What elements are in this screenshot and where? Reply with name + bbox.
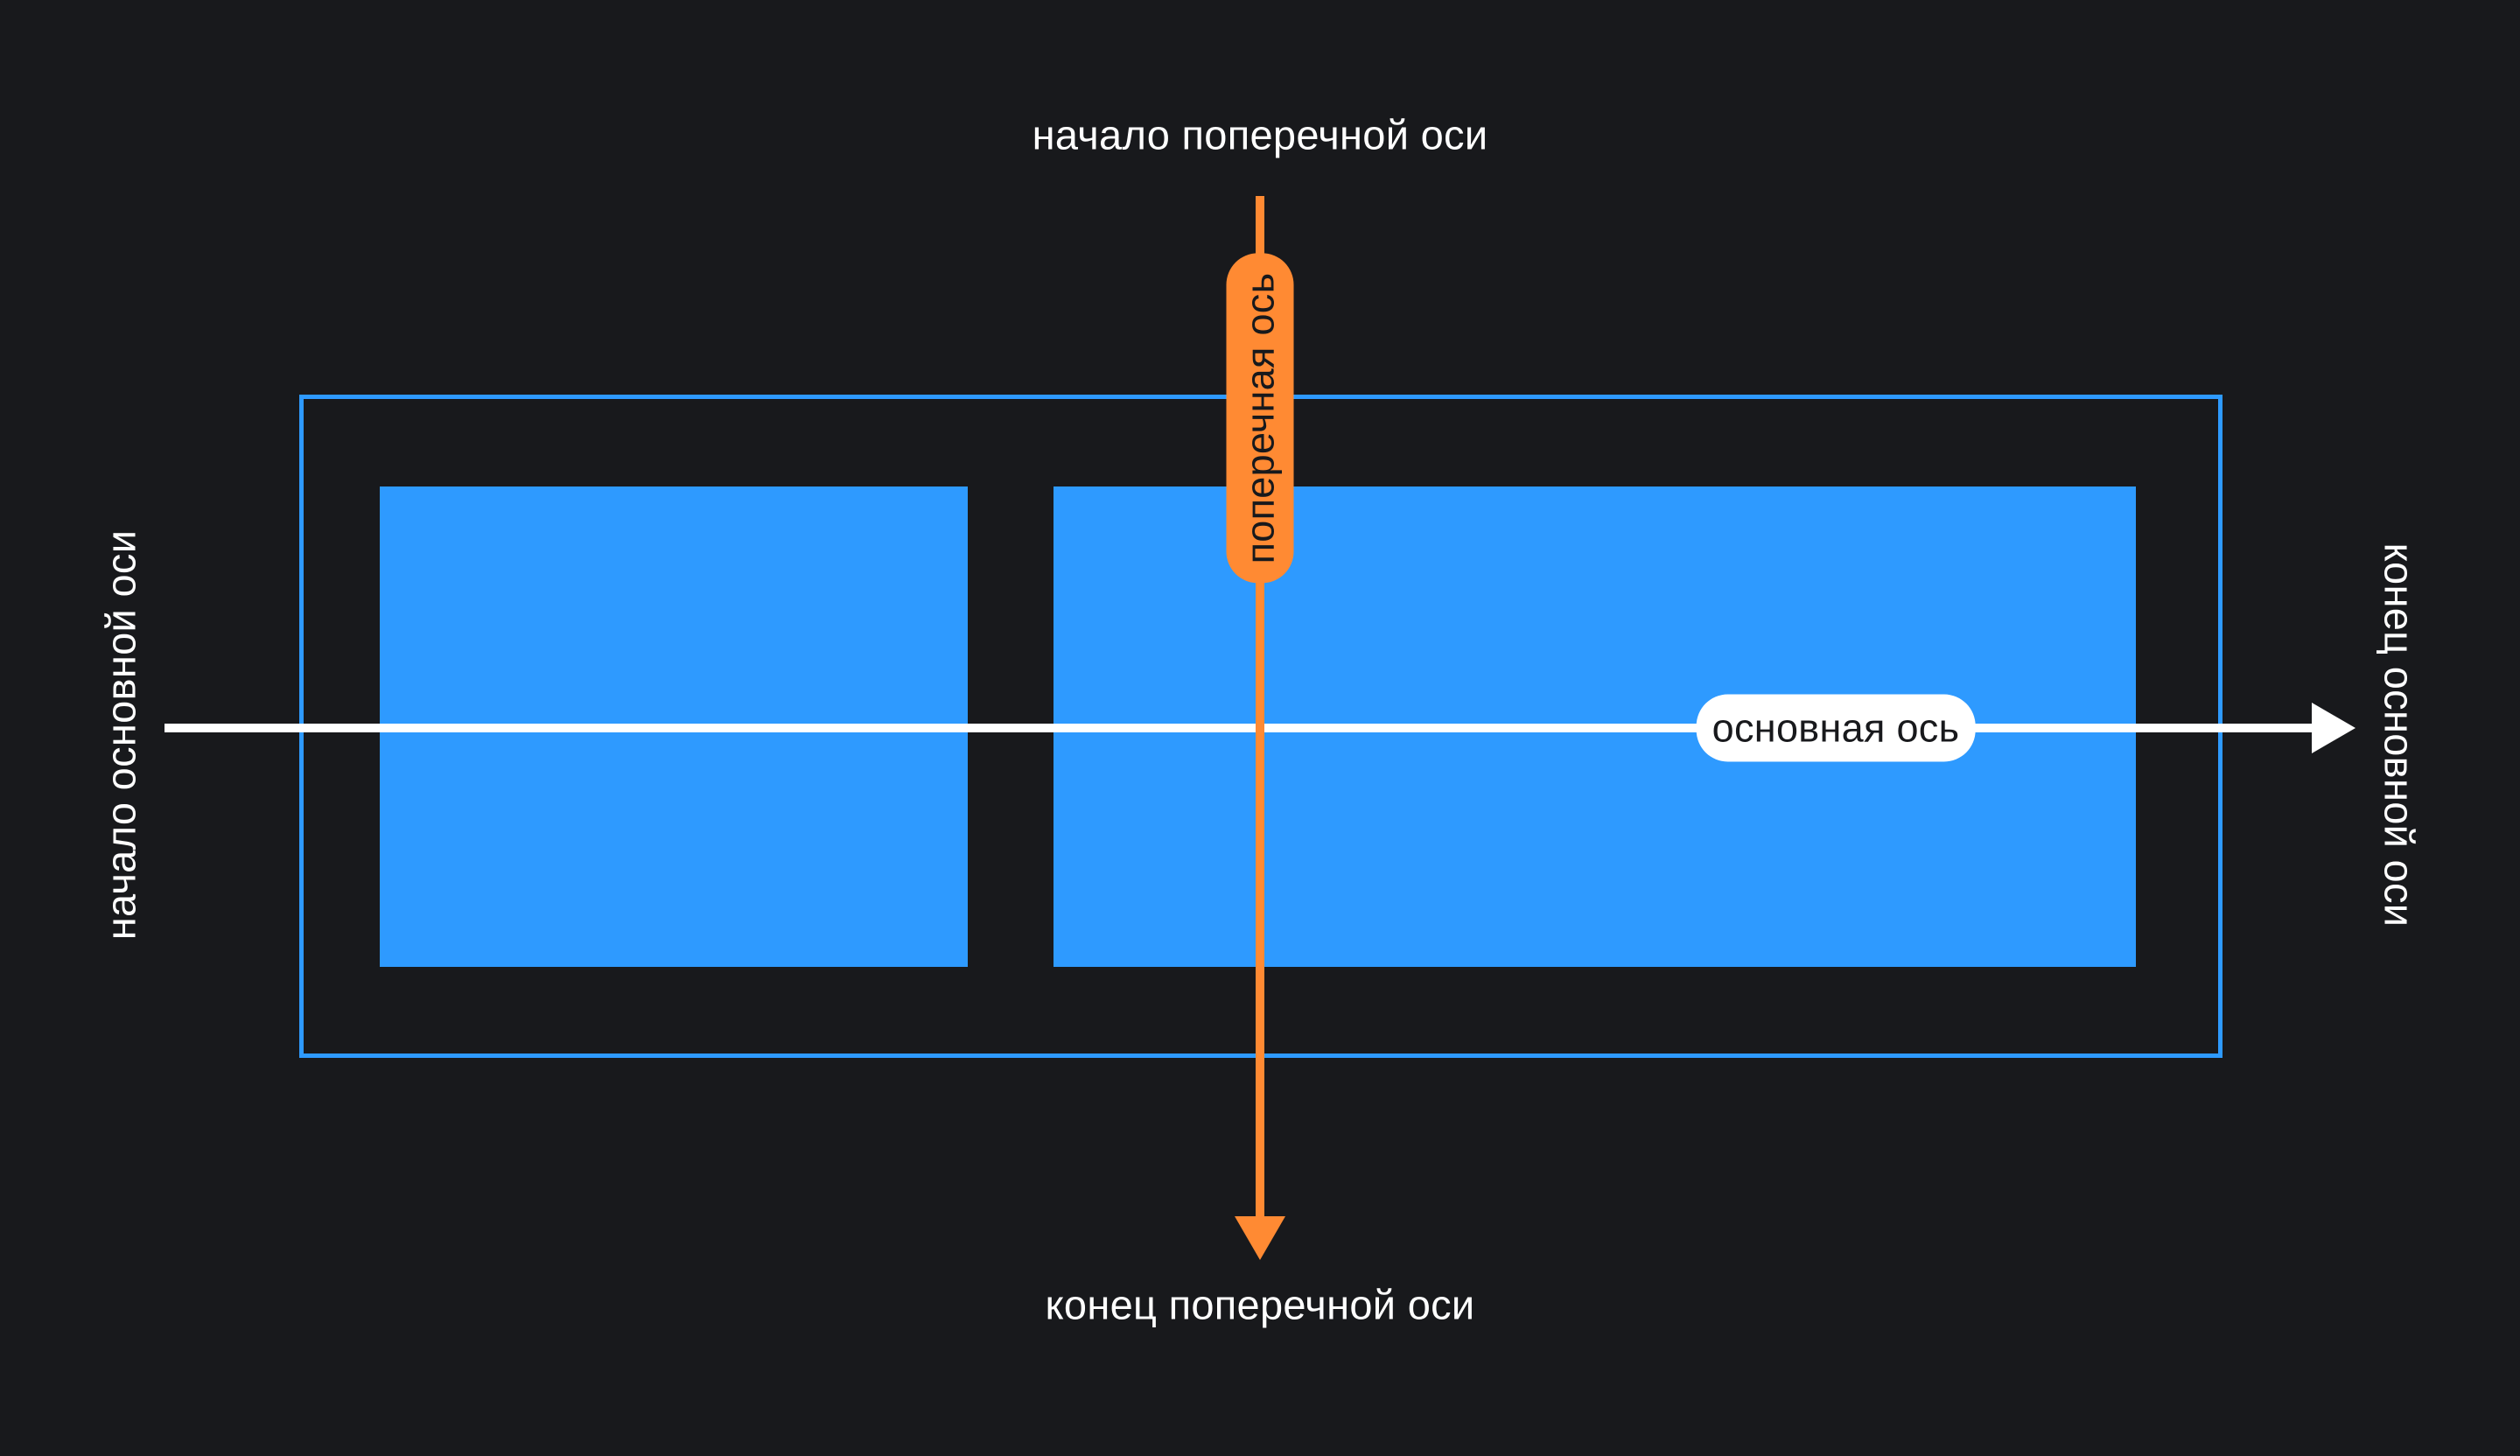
cross-axis-line [1256, 196, 1264, 1220]
cross-axis-start-label: начало поперечной оси [1032, 111, 1488, 158]
main-axis-line [164, 724, 2317, 732]
cross-axis-end-label: конец поперечной оси [1045, 1281, 1475, 1328]
main-axis-start-label: начало основной оси [97, 529, 144, 941]
main-axis-end-label: конец основной оси [2376, 542, 2423, 928]
main-axis-arrow-icon [2312, 703, 2356, 753]
cross-axis-arrow-icon [1235, 1216, 1285, 1260]
main-axis-label: основная ось [1696, 694, 1976, 762]
cross-axis-label: поперечная ось [1226, 253, 1294, 584]
